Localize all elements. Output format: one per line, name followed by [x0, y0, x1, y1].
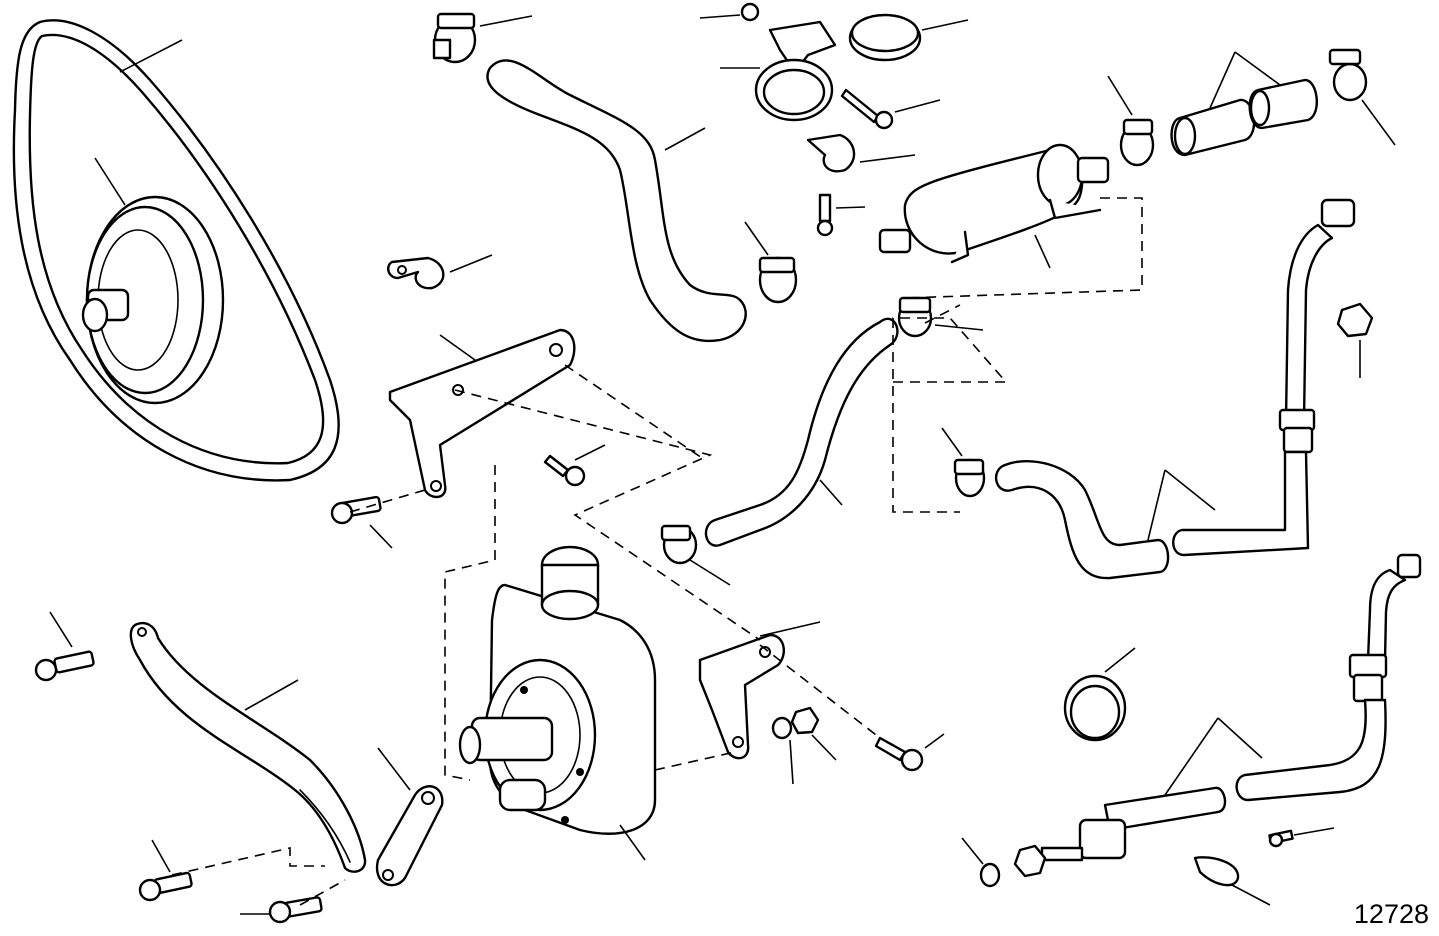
clamp-bracket [720, 20, 837, 122]
p-clip-upper [806, 133, 916, 173]
screw-small [816, 193, 866, 237]
hose-clamp-top-right [1328, 48, 1396, 146]
sleeve-ring [848, 13, 969, 62]
mounting-bracket-upper [388, 328, 576, 499]
figure-number: 12728 [1353, 899, 1429, 929]
p-clip-left [386, 254, 493, 290]
hose-upper-long [486, 59, 747, 343]
hose-middle-curved [704, 317, 899, 547]
power-steering-pump [458, 545, 657, 861]
nut-right [1336, 302, 1374, 378]
bolt-bottom-center [240, 896, 323, 924]
nut-washer-pair [771, 706, 837, 785]
short-hoses-top-right [1170, 51, 1318, 157]
bolt-left [330, 495, 393, 549]
hose-clamp-middle [744, 221, 798, 304]
hose-clamp-lower-center [660, 524, 731, 586]
hose-clamp-center [897, 296, 984, 338]
bolt-center [543, 444, 606, 487]
cooler-canister [878, 143, 1110, 269]
hose-clamp-right-middle [941, 427, 986, 498]
rigid-tube-right [1278, 198, 1356, 454]
bolt-upper [840, 88, 941, 130]
hose-clamp-upper-left [432, 12, 533, 64]
bolt-pump-bracket [874, 733, 945, 772]
bolt-far-left [34, 611, 95, 682]
mounting-bracket-pump [698, 621, 821, 760]
hose-clamp-cooler [1107, 75, 1155, 167]
clip-lower-right [1193, 856, 1271, 906]
rigid-tube-lower [1013, 553, 1422, 878]
link-plate [375, 747, 444, 887]
screw-lower-right [1268, 827, 1335, 848]
adjusting-strap [129, 621, 367, 873]
assembly-guidelines [171, 197, 1143, 906]
hose-lower-right [994, 450, 1310, 580]
bolt-bottom-left [138, 839, 193, 902]
o-ring [961, 837, 1001, 888]
band-clamp [1063, 647, 1136, 742]
pulley [81, 157, 225, 405]
nut-top [699, 2, 760, 22]
